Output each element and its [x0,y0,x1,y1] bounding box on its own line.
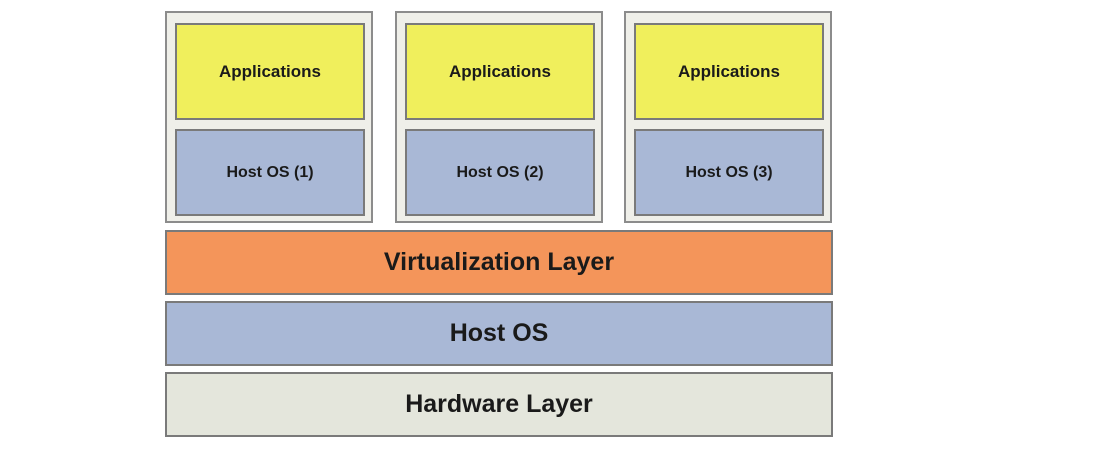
guest-os-box-2: Host OS (2) [405,129,595,216]
hardware-layer-label: Hardware Layer [405,390,593,418]
applications-box-2: Applications [405,23,595,120]
virtual-machine-2: Applications Host OS (2) [395,11,603,223]
virtualization-layer: Virtualization Layer [165,230,833,295]
virtual-machine-1: Applications Host OS (1) [165,11,373,223]
applications-box-1: Applications [175,23,365,120]
applications-box-3: Applications [634,23,824,120]
applications-label: Applications [218,61,321,81]
virtualization-layer-label: Virtualization Layer [383,248,615,276]
applications-label: Applications [448,61,551,81]
virtual-machine-3: Applications Host OS (3) [624,11,832,223]
guest-os-box-1: Host OS (1) [175,129,365,216]
host-os-layer: Host OS [165,301,833,366]
host-os-layer-label: Host OS [449,319,549,347]
hardware-layer: Hardware Layer [165,372,833,437]
guest-os-label: Host OS (3) [685,163,773,181]
guest-os-label: Host OS (1) [226,163,314,181]
applications-label: Applications [677,61,780,81]
guest-os-label: Host OS (2) [456,163,544,181]
guest-os-box-3: Host OS (3) [634,129,824,216]
